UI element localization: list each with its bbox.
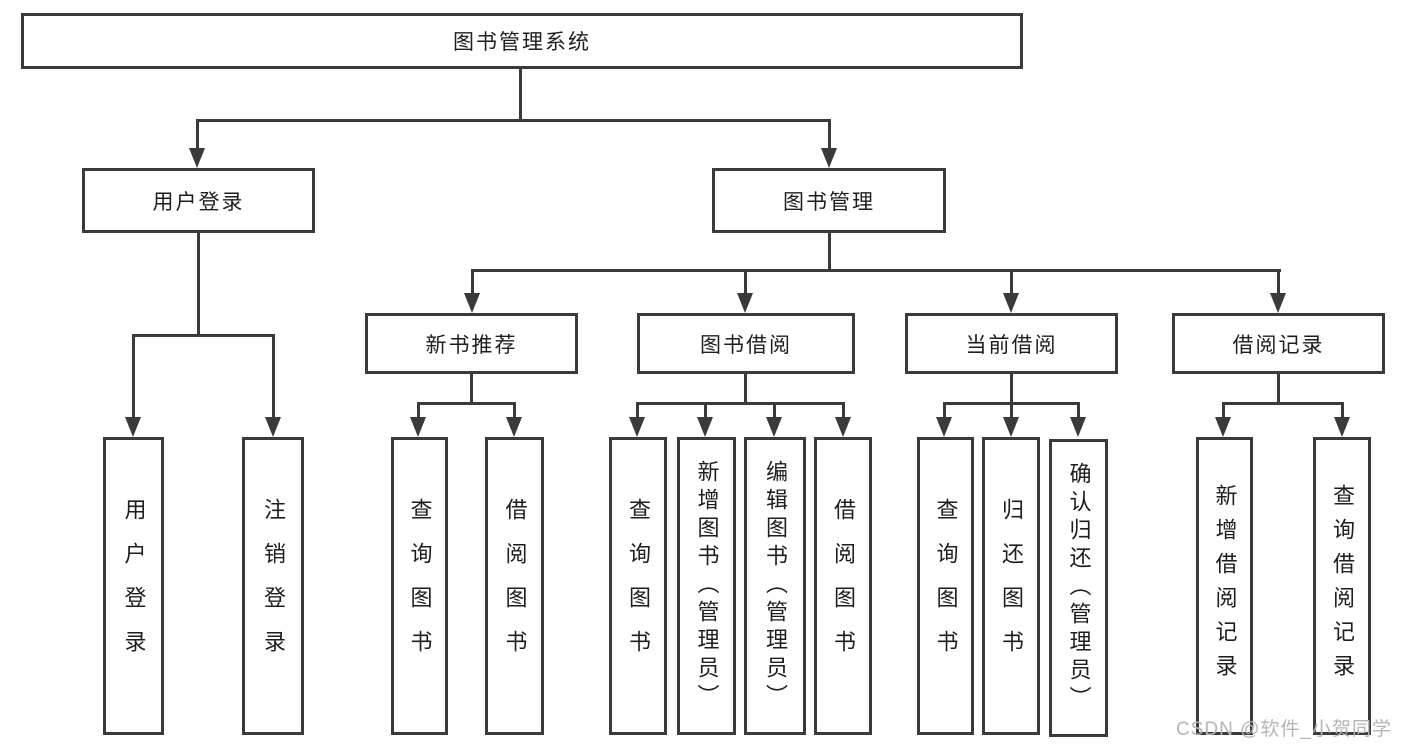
- arrowhead: [936, 417, 952, 437]
- node-current-borrowing: 当前借阅: [905, 313, 1118, 374]
- connector-drop: [196, 119, 199, 150]
- node-label: 查询图书: [933, 498, 959, 674]
- arrowhead: [265, 417, 281, 437]
- connector-level3-rail: [471, 269, 1281, 272]
- connector-drop: [943, 402, 946, 418]
- node-label: 新书推荐: [425, 333, 518, 357]
- connector-drop: [417, 402, 420, 418]
- node-label: 借阅图书: [502, 498, 528, 674]
- connector-drop: [744, 269, 747, 295]
- node-label: 归还图书: [999, 498, 1024, 674]
- node-label: 查询图书: [626, 498, 651, 674]
- arrowhead: [697, 417, 713, 437]
- leaf-edit-book-admin: 编辑图书（管理员）: [744, 437, 806, 735]
- connector-group-stem: [1010, 374, 1013, 405]
- node-label: 查询图书: [407, 498, 433, 674]
- connector-drop: [1010, 402, 1013, 418]
- connector-drop: [132, 334, 135, 418]
- leaf-borrow-books: 借阅图书: [485, 437, 544, 735]
- connector-drop: [272, 334, 275, 418]
- connector-drop: [1277, 269, 1280, 295]
- node-label: 借阅图书: [831, 498, 856, 674]
- node-label: 用户登录: [152, 190, 245, 214]
- connector-drop: [1077, 402, 1080, 418]
- node-label: 新增图书（管理员）: [694, 460, 720, 712]
- leaf-search-books: 查询图书: [917, 437, 974, 735]
- node-label: 编辑图书（管理员）: [763, 460, 788, 712]
- leaf-borrow-books: 借阅图书: [814, 437, 872, 735]
- connector-drop: [842, 402, 845, 418]
- leaf-add-book-admin: 新增图书（管理员）: [677, 437, 736, 735]
- connector-drop: [636, 402, 639, 418]
- node-book-management: 图书管理: [712, 168, 946, 233]
- node-label: 当前借阅: [965, 333, 1058, 357]
- node-book-borrowing: 图书借阅: [637, 313, 855, 374]
- arrowhead: [125, 417, 141, 437]
- leaf-search-books: 查询图书: [609, 437, 667, 735]
- connector-group-stem: [470, 374, 473, 405]
- connector-drop: [1341, 402, 1344, 418]
- node-label: 借阅记录: [1232, 333, 1325, 357]
- node-label: 查询借阅记录: [1330, 484, 1355, 688]
- connector-level2-rail: [196, 119, 831, 122]
- node-label: 图书管理系统: [453, 31, 591, 54]
- arrowhead: [1003, 293, 1019, 313]
- node-label: 图书管理: [783, 190, 875, 214]
- arrowhead: [464, 293, 480, 313]
- arrowhead: [1270, 293, 1286, 313]
- connector-group-stem: [1277, 374, 1280, 405]
- arrowhead: [1070, 417, 1086, 437]
- node-label: 注销登录: [261, 498, 286, 674]
- connector-group-rail: [636, 402, 845, 405]
- connector-bookmgmt-stem: [828, 233, 831, 271]
- connector-drop: [513, 402, 516, 418]
- connector-root-stem: [519, 69, 522, 120]
- arrowhead: [1003, 417, 1019, 437]
- arrowhead: [506, 417, 522, 437]
- leaf-return-books: 归还图书: [982, 437, 1040, 735]
- node-new-book-recommendation: 新书推荐: [365, 313, 578, 374]
- node-library-management-system: 图书管理系统: [21, 13, 1023, 69]
- arrowhead: [737, 293, 753, 313]
- arrowhead: [1334, 417, 1350, 437]
- connector-drop: [773, 402, 776, 418]
- arrowhead: [1215, 417, 1231, 437]
- node-borrowing-records: 借阅记录: [1172, 313, 1385, 374]
- leaf-add-borrow-record: 新增借阅记录: [1196, 437, 1253, 735]
- connector-drop: [704, 402, 707, 418]
- arrowhead: [821, 148, 837, 168]
- node-label: 图书借阅: [700, 333, 792, 357]
- node-label: 新增借阅记录: [1212, 484, 1238, 688]
- connector-drop: [1010, 269, 1013, 295]
- node-label: 确认归还（管理员）: [1066, 462, 1092, 714]
- node-label: 用户登录: [121, 498, 147, 674]
- connector-drop: [471, 269, 474, 295]
- arrowhead: [835, 417, 851, 437]
- leaf-search-books: 查询图书: [391, 437, 448, 735]
- connector-group-rail: [1222, 402, 1344, 405]
- connector-userlogin-rail: [132, 334, 275, 337]
- node-user-login: 用户登录: [82, 168, 315, 233]
- leaf-search-borrow-record: 查询借阅记录: [1313, 437, 1371, 735]
- csdn-watermark: CSDN @软件_小贺同学: [1176, 719, 1392, 740]
- connector-userlogin-stem: [197, 233, 200, 336]
- leaf-user-login: 用户登录: [103, 437, 164, 735]
- leaf-logout: 注销登录: [242, 437, 304, 735]
- connector-group-stem: [744, 374, 747, 405]
- arrowhead: [410, 417, 426, 437]
- arrowhead: [766, 417, 782, 437]
- arrowhead: [629, 417, 645, 437]
- connector-drop: [828, 119, 831, 150]
- arrowhead: [189, 148, 205, 168]
- leaf-confirm-return-admin: 确认归还（管理员）: [1049, 439, 1108, 737]
- connector-drop: [1222, 402, 1225, 418]
- connector-group-rail: [417, 402, 516, 405]
